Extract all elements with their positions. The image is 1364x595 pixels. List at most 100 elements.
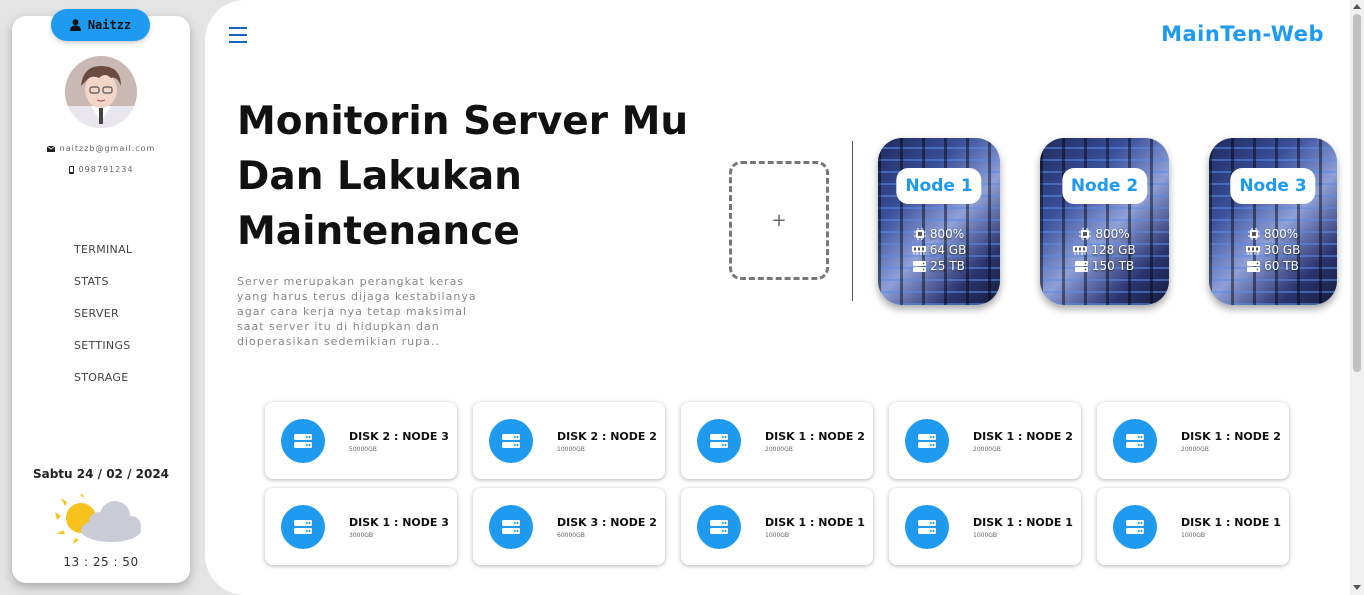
disk-card[interactable]: DISK 1 : NODE 1 1000GB <box>889 488 1081 565</box>
cpu-icon <box>913 228 926 240</box>
disk-name: DISK 1 : NODE 2 <box>1181 430 1281 443</box>
ram-spec: 30 GB <box>1209 242 1337 258</box>
date-display: Sabtu 24 / 02 / 2024 <box>32 467 170 481</box>
storage-spec: 25 TB <box>878 258 1000 274</box>
scrollbar[interactable] <box>1350 0 1364 595</box>
hero-title: Monitorin Server Mu Dan Lakukan Maintena… <box>237 99 689 254</box>
sidebar: naitzzb@gmail.com 098791234 TERMINAL STA… <box>12 16 190 583</box>
disk-card[interactable]: DISK 1 : NODE 1 1000GB <box>1097 488 1289 565</box>
disk-size: 10000GB <box>557 446 585 453</box>
cpu-spec: 800% <box>1040 226 1169 242</box>
add-node-button[interactable]: + <box>729 161 829 280</box>
cpu-spec: 800% <box>1209 226 1337 242</box>
hero-description: Server merupakan perangkat keras yang ha… <box>237 275 477 348</box>
storage-value: 25 TB <box>930 259 965 273</box>
disk-card[interactable]: DISK 2 : NODE 3 50000GB <box>265 402 457 479</box>
menu-icon[interactable] <box>229 27 247 43</box>
scrollbar-thumb[interactable] <box>1353 14 1361 372</box>
disk-name: DISK 1 : NODE 1 <box>973 516 1073 529</box>
disk-card[interactable]: DISK 1 : NODE 2 20000GB <box>681 402 873 479</box>
disk-card[interactable]: DISK 2 : NODE 2 10000GB <box>473 402 665 479</box>
disk-card[interactable]: DISK 1 : NODE 3 3000GB <box>265 488 457 565</box>
nav-server[interactable]: SERVER <box>74 307 119 320</box>
disk-name: DISK 2 : NODE 2 <box>557 430 657 443</box>
node-card[interactable]: Node 2 800% 128 GB 150 TB <box>1040 138 1169 305</box>
user-button[interactable]: Naitzz <box>51 9 150 41</box>
disk-size: 1000GB <box>1181 532 1206 539</box>
node-card[interactable]: Node 3 800% 30 GB 60 TB <box>1209 138 1337 305</box>
cpu-value: 800% <box>929 227 965 241</box>
clock-display: 13 : 25 : 50 <box>63 555 139 569</box>
disk-card[interactable]: DISK 1 : NODE 2 20000GB <box>889 402 1081 479</box>
scroll-down-icon[interactable] <box>1353 585 1361 590</box>
email-text: naitzzb@gmail.com <box>59 144 156 153</box>
cpu-icon <box>1247 228 1260 240</box>
cpu-value: 800% <box>1263 227 1299 241</box>
storage-spec: 60 TB <box>1209 258 1337 274</box>
storage-icon <box>913 260 927 272</box>
storage-value: 60 TB <box>1264 259 1299 273</box>
main-content: MainTen-Web Monitorin Server Mu Dan Laku… <box>205 0 1350 595</box>
phone-icon <box>68 165 74 174</box>
storage-icon <box>1074 260 1088 272</box>
divider <box>852 141 853 301</box>
cpu-icon <box>1079 228 1092 240</box>
ram-spec: 64 GB <box>878 242 1000 258</box>
cpu-spec: 800% <box>878 226 1000 242</box>
hard-drive-icon <box>697 419 741 463</box>
hard-drive-icon <box>905 505 949 549</box>
user-name: Naitzz <box>87 18 132 32</box>
nav-terminal[interactable]: TERMINAL <box>74 243 133 256</box>
node-name: Node 1 <box>896 168 982 204</box>
ram-spec: 128 GB <box>1040 242 1169 258</box>
memory-icon <box>1073 246 1088 255</box>
ram-value: 64 GB <box>929 243 967 257</box>
hard-drive-icon <box>489 505 533 549</box>
scroll-up-icon[interactable] <box>1353 4 1361 9</box>
node-name: Node 3 <box>1230 168 1316 204</box>
disk-size: 60000GB <box>557 532 585 539</box>
hard-drive-icon <box>281 419 325 463</box>
disk-size: 3000GB <box>349 532 374 539</box>
memory-icon <box>911 246 926 255</box>
weather-partly-cloudy-icon <box>55 490 147 548</box>
hard-drive-icon <box>905 419 949 463</box>
disk-card[interactable]: DISK 3 : NODE 2 60000GB <box>473 488 665 565</box>
email-row: naitzzb@gmail.com <box>12 144 190 153</box>
disk-name: DISK 1 : NODE 2 <box>973 430 1073 443</box>
ram-value: 30 GB <box>1263 243 1301 257</box>
disk-size: 50000GB <box>349 446 377 453</box>
phone-text: 098791234 <box>78 165 134 174</box>
disk-name: DISK 1 : NODE 3 <box>349 516 449 529</box>
node-card[interactable]: Node 1 800% 64 GB 25 TB <box>878 138 1000 305</box>
nav-stats[interactable]: STATS <box>74 275 109 288</box>
hard-drive-icon <box>1113 505 1157 549</box>
disk-size: 20000GB <box>973 446 1001 453</box>
hard-drive-icon <box>489 419 533 463</box>
nav-storage[interactable]: STORAGE <box>74 371 129 384</box>
memory-icon <box>1245 246 1260 255</box>
storage-value: 150 TB <box>1091 259 1135 273</box>
user-icon <box>69 19 81 31</box>
disk-card[interactable]: DISK 1 : NODE 1 1000GB <box>681 488 873 565</box>
disk-name: DISK 1 : NODE 2 <box>765 430 865 443</box>
storage-spec: 150 TB <box>1040 258 1169 274</box>
avatar[interactable] <box>65 56 137 128</box>
nav-settings[interactable]: SETTINGS <box>74 339 131 352</box>
disk-name: DISK 1 : NODE 1 <box>765 516 865 529</box>
disk-size: 20000GB <box>765 446 793 453</box>
disk-name: DISK 3 : NODE 2 <box>557 516 657 529</box>
storage-icon <box>1247 260 1261 272</box>
brand-logo: MainTen-Web <box>1161 22 1324 46</box>
mail-icon <box>46 145 55 152</box>
hard-drive-icon <box>1113 419 1157 463</box>
disk-name: DISK 1 : NODE 1 <box>1181 516 1281 529</box>
disk-size: 20000GB <box>1181 446 1209 453</box>
node-name: Node 2 <box>1061 168 1148 204</box>
disk-name: DISK 2 : NODE 3 <box>349 430 449 443</box>
disk-size: 1000GB <box>765 532 790 539</box>
ram-value: 128 GB <box>1091 243 1136 257</box>
hard-drive-icon <box>697 505 741 549</box>
disk-size: 1000GB <box>973 532 998 539</box>
disk-card[interactable]: DISK 1 : NODE 2 20000GB <box>1097 402 1289 479</box>
